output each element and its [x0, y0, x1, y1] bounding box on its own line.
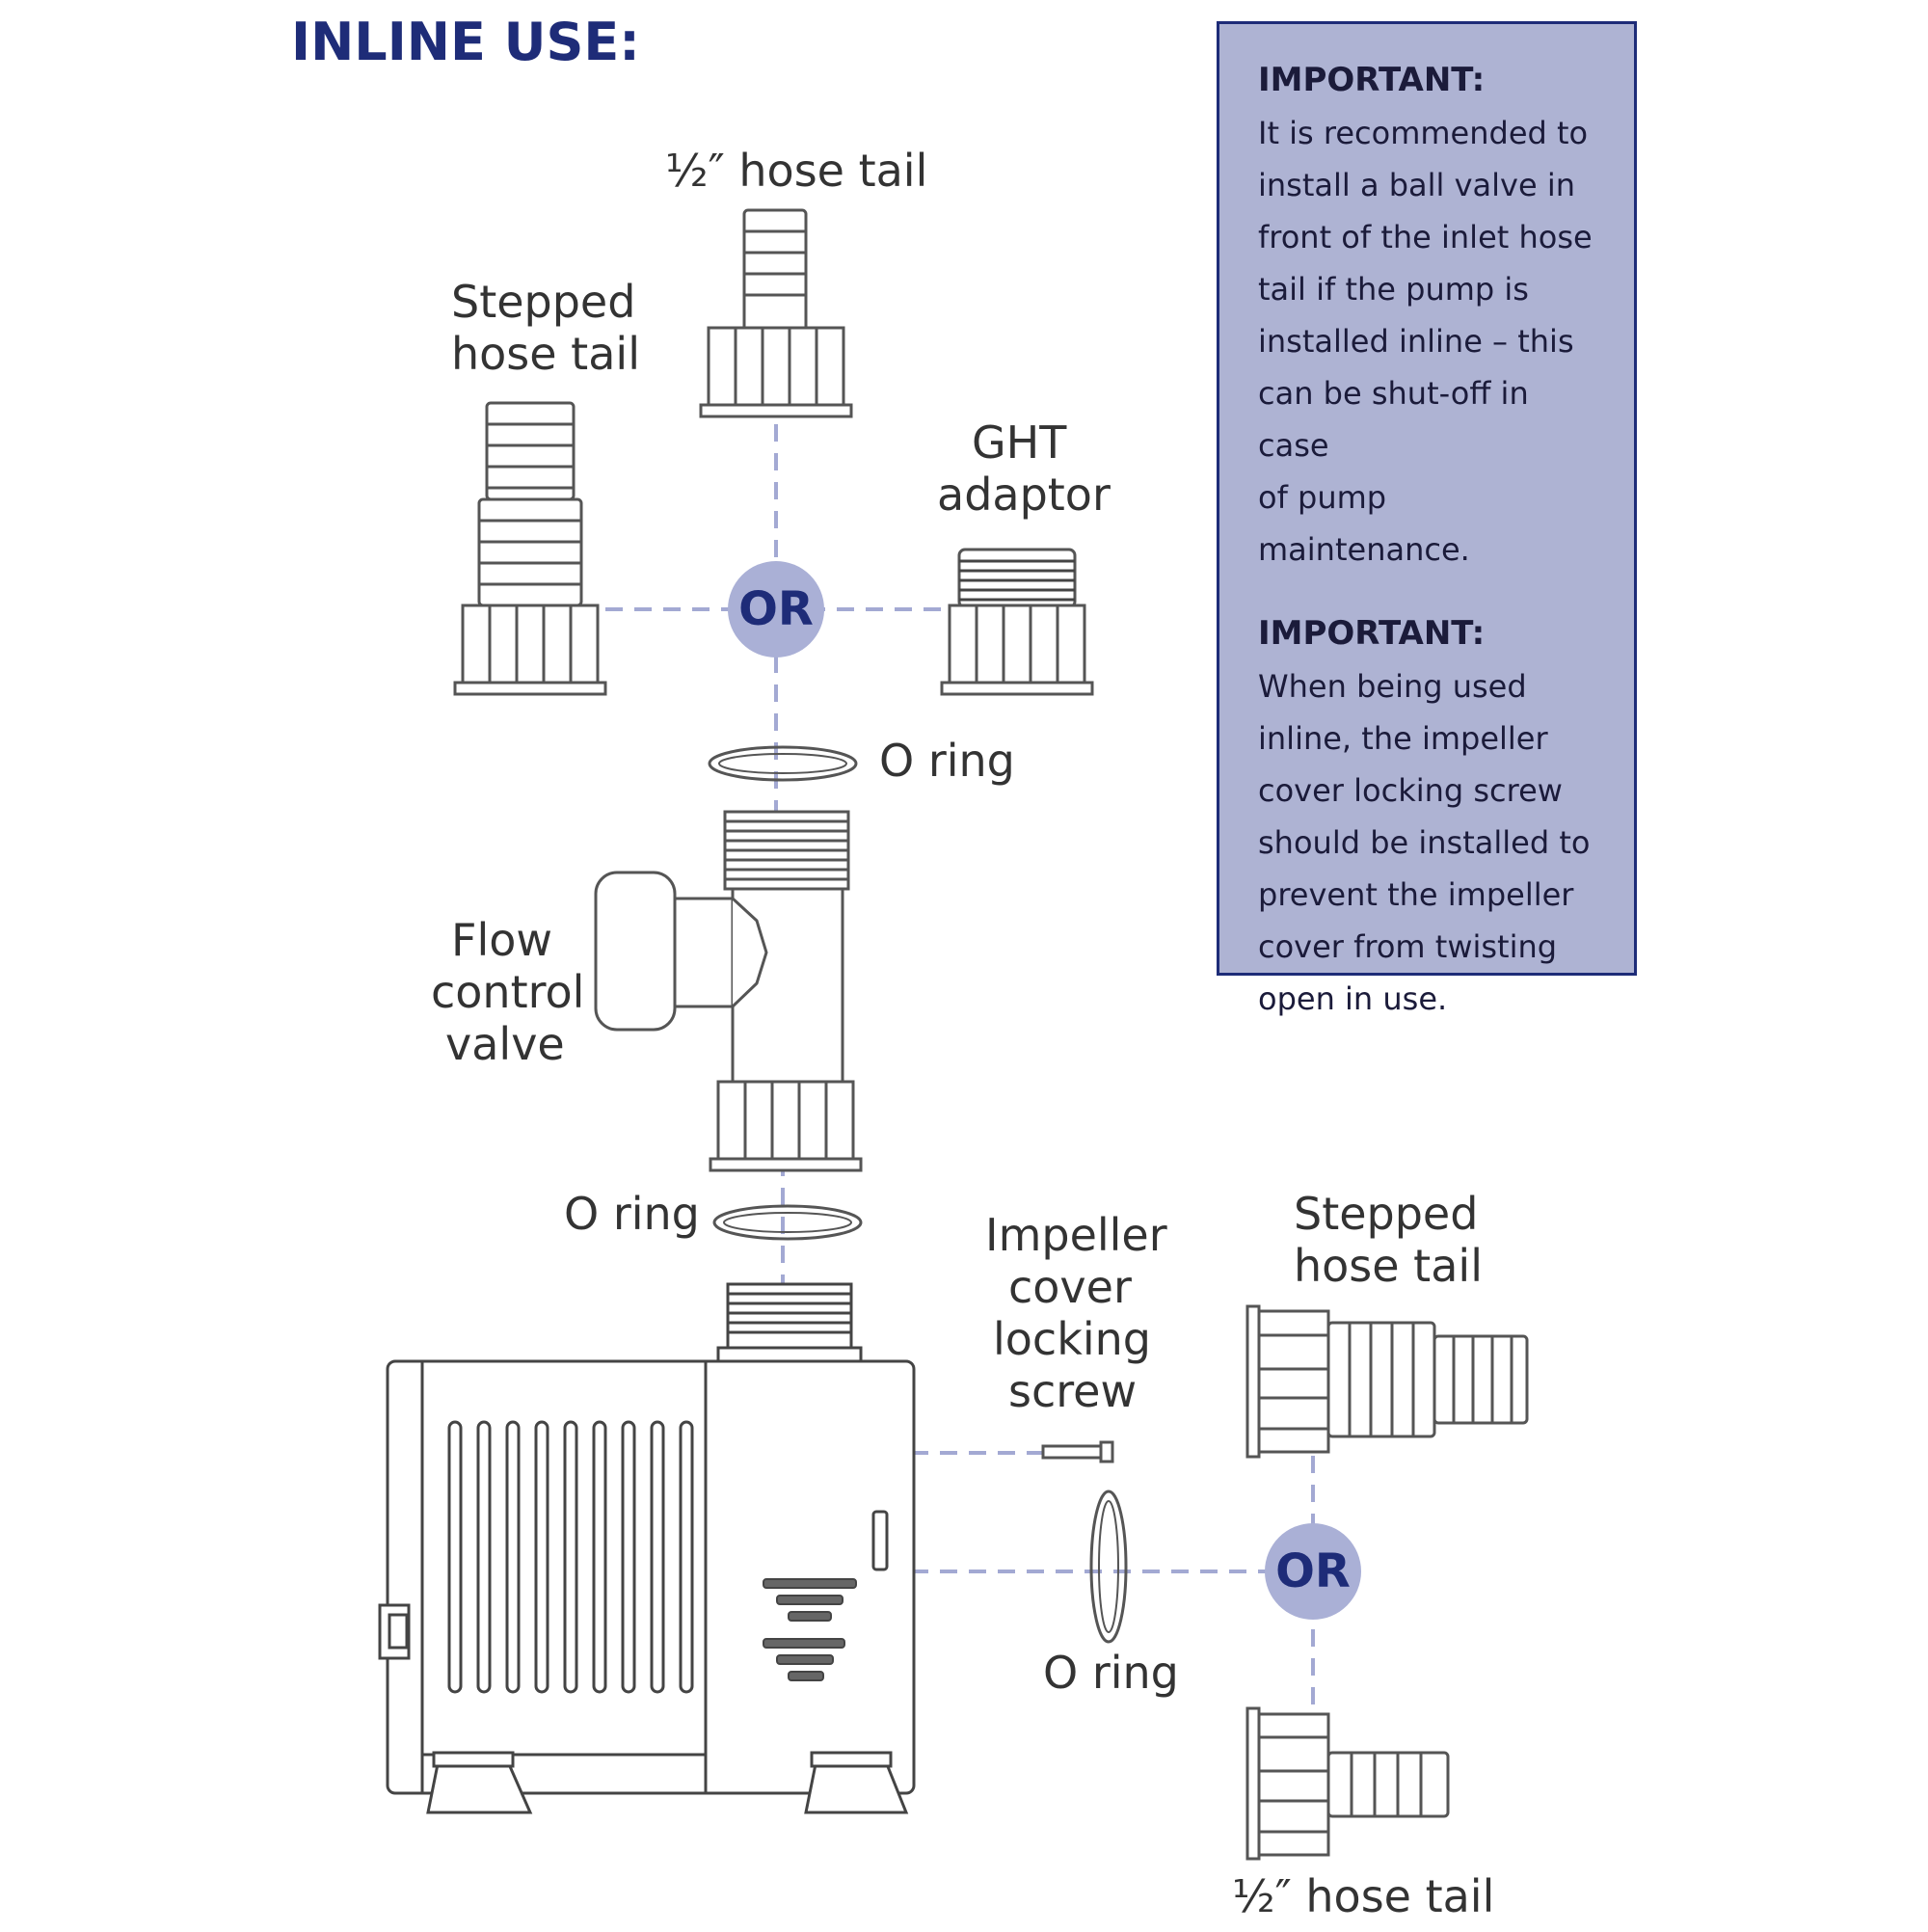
label-stepped-hose-tail-top-line2: hose tail — [451, 328, 640, 380]
label-o-ring-top: O ring — [879, 735, 1015, 787]
label-stepped-hose-tail-right-line2: hose tail — [1294, 1240, 1483, 1292]
note-2-line: cover from twisting — [1258, 928, 1558, 965]
ght-adaptor — [940, 548, 1094, 696]
note-2-heading: IMPORTANT: — [1258, 614, 1486, 653]
label-ght-adaptor-line2: adaptor — [937, 469, 1111, 521]
or-circle-top — [728, 561, 824, 657]
label-impeller-line1: Impeller — [985, 1209, 1167, 1261]
note-2-line: cover locking screw — [1258, 772, 1563, 809]
label-o-ring-middle: O ring — [564, 1188, 700, 1240]
o-ring-bottom-shape — [1089, 1489, 1128, 1644]
label-flow-control-valve-line2: control — [431, 966, 585, 1018]
impeller-locking-screw — [1041, 1440, 1114, 1463]
note-1-line: tail if the pump is — [1258, 271, 1529, 308]
stepped-hose-tail-top — [453, 401, 607, 696]
stepped-hose-tail-right — [1245, 1304, 1529, 1459]
important-note-box: IMPORTANT: It is recommended to install … — [1217, 21, 1637, 1017]
label-flow-control-valve-line3: valve — [445, 1018, 565, 1070]
note-1-line: installed inline – this — [1258, 323, 1574, 360]
label-impeller-line3: locking — [993, 1313, 1151, 1365]
o-ring-top-shape — [708, 745, 858, 782]
or-label-bottom: OR — [1275, 1544, 1351, 1598]
or-circle-bottom — [1265, 1523, 1361, 1620]
label-half-hose-tail-top: ½″ hose tail — [665, 145, 928, 197]
note-1-line: can be shut-off in case — [1258, 375, 1529, 464]
note-1-line: front of the inlet hose — [1258, 219, 1593, 255]
half-inch-hose-tail-bottom — [1245, 1706, 1450, 1861]
note-2-line: open in use. — [1258, 980, 1448, 1017]
half-inch-hose-tail-top — [699, 208, 853, 418]
note-1-heading: IMPORTANT: — [1258, 61, 1486, 99]
or-label-top: OR — [738, 582, 814, 636]
note-2-line: prevent the impeller — [1258, 876, 1574, 913]
label-stepped-hose-tail-right-line1: Stepped — [1294, 1188, 1479, 1240]
label-ght-adaptor-line1: GHT — [972, 416, 1067, 469]
note-1-line: install a ball valve in — [1258, 167, 1576, 203]
note-1-line: of pump maintenance. — [1258, 479, 1470, 568]
page-title: INLINE USE: — [291, 12, 640, 72]
label-stepped-hose-tail-top-line1: Stepped — [451, 276, 636, 328]
label-impeller-line2: cover — [1008, 1261, 1132, 1313]
note-1-line: It is recommended to — [1258, 115, 1589, 151]
note-2-line: should be installed to — [1258, 824, 1591, 861]
label-half-hose-tail-bottom: ½″ hose tail — [1232, 1870, 1495, 1922]
label-flow-control-valve-line1: Flow — [451, 914, 553, 966]
pump-body — [378, 1282, 916, 1814]
o-ring-middle-shape — [712, 1204, 863, 1241]
flow-control-valve — [594, 810, 863, 1172]
note-2-line: When being used — [1258, 668, 1527, 705]
label-o-ring-bottom: O ring — [1043, 1647, 1179, 1699]
label-impeller-line4: screw — [1008, 1365, 1138, 1417]
note-2-line: inline, the impeller — [1258, 720, 1548, 757]
